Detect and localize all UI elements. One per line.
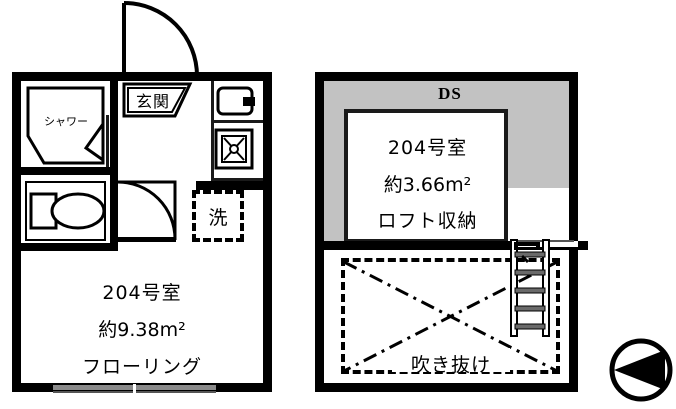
main-room-number: 204号室 xyxy=(102,282,182,304)
shower-door xyxy=(106,115,109,167)
loft-exterior-wall-bottom xyxy=(315,383,578,392)
kitchen-counter-left-edge xyxy=(211,81,214,181)
exterior-wall-right xyxy=(263,72,272,392)
stove-burner xyxy=(214,128,254,170)
right-floor-plan: DS 204号室 約3.66m² ロフト収納 吹き抜け xyxy=(300,0,600,409)
toilet-wall-bottom xyxy=(21,243,118,251)
void-dashed-boundary xyxy=(341,258,560,374)
loft-exterior-wall-left xyxy=(315,72,324,392)
main-room-area: 約9.38m² xyxy=(98,319,186,341)
kitchen-counter-bottom xyxy=(211,178,263,181)
shower-label: シャワー xyxy=(44,115,88,128)
exterior-wall-left xyxy=(12,72,21,392)
ds-shaft-left xyxy=(324,81,346,241)
entrance-box xyxy=(122,82,193,118)
ladder xyxy=(510,239,574,337)
loft-area: 約3.66m² xyxy=(383,174,472,196)
entrance-label: 玄関 xyxy=(135,92,170,111)
void-label-backing xyxy=(392,348,510,372)
kitchen-sink xyxy=(216,86,255,116)
toilet-door xyxy=(113,180,177,242)
loft-room-area xyxy=(349,114,506,241)
window xyxy=(53,384,216,393)
kitchen-counter-divider xyxy=(211,120,263,123)
toilet-fixture xyxy=(25,181,106,241)
loft-void-divider xyxy=(324,241,588,250)
loft-exterior-wall-top xyxy=(315,72,578,81)
exterior-wall-top xyxy=(12,72,272,81)
left-floor-plan: シャワー 玄関 xyxy=(0,0,300,409)
loft-exterior-wall-right xyxy=(569,72,578,392)
void-label: 吹き抜け xyxy=(410,354,491,376)
kitchen-counter-edge xyxy=(196,181,263,190)
shower-wall-bottom xyxy=(21,167,118,175)
loft-room-outline xyxy=(344,109,508,243)
loft-storage-label: ロフト収納 xyxy=(377,210,478,232)
loft-room-number: 204号室 xyxy=(387,137,468,159)
void-cross xyxy=(343,260,558,373)
shower-pan xyxy=(26,86,105,165)
ds-label: DS xyxy=(438,84,462,103)
shower-wall-right xyxy=(110,81,118,175)
main-room-flooring: フローリング xyxy=(81,356,202,378)
ds-shaft-right xyxy=(508,81,569,188)
washer-label: 洗 xyxy=(208,207,228,229)
washer-space xyxy=(192,190,244,242)
compass-rose xyxy=(609,338,673,402)
